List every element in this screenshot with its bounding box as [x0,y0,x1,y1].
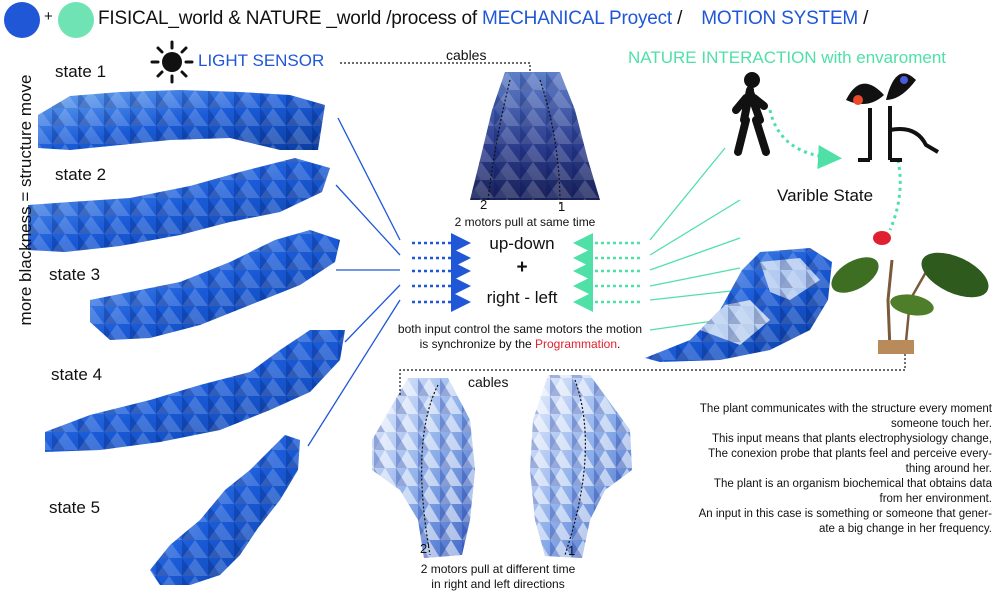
light-sensor-label: LIGHT SENSOR [198,51,325,70]
vertical-label: more blackness = structure move [16,74,35,326]
state-1-structure [38,90,325,150]
walking-person-icon [732,72,770,156]
state-2-label: state 2 [55,165,107,184]
green-connectors [649,147,741,331]
green-dotted-arc [768,109,842,170]
plant-description-line: ate a big change in her frequency. [818,523,992,535]
title-part-4: MOTION SYSTEM [701,8,859,29]
title-part-2: MECHANICAL Proyect [482,8,673,29]
bottom-right-structure [530,375,632,558]
blue-arrows [412,233,471,312]
motion-note-line-2: is synchronize by the Programmation. [385,337,655,352]
plant-description: The plant communicates with the structur… [652,402,992,537]
header-plus: + [44,8,53,25]
green-dotted-drop [888,159,902,231]
plant-description-line: The plant is an organism biochemical tha… [713,478,992,490]
sun-icon [150,40,194,84]
plus-label: + [516,257,528,278]
nature-interaction-title: NATURE INTERACTION with envaroment [628,48,947,67]
plant-image [831,231,989,354]
state-4-structure [45,330,345,452]
programmation-highlight: Programmation [535,337,618,351]
page-title: FISICAL_world & NATURE _world /process o… [98,8,868,30]
cable-line-top [340,62,531,72]
motion-note-line-1: both input control the same motors the m… [397,322,643,336]
blue-circle [4,2,40,38]
motor-2-label-bottom: 2' [420,541,430,556]
cable-line-bottom [399,350,906,395]
state-connectors [307,117,401,447]
title-part-3: / [672,8,688,29]
green-arrows [573,233,640,312]
bottom-caption-line-1: 2 motors pull at different time [420,562,576,576]
plant-description-line: someone touch her. [890,418,992,430]
up-down-label: up-down [489,234,555,253]
plant-description-line: An input in this case is something or so… [698,508,992,520]
plant-description-line: from her environment. [879,493,993,505]
state-3-structure [90,230,340,340]
plant-description-line: The conexion probe that plants feel and … [708,448,992,460]
varible-state-label: Varible State [777,186,874,205]
plant-creature-icon [846,73,940,162]
title-part-5: / [858,8,869,29]
top-caption: 2 motors pull at same time [454,215,596,229]
bottom-caption: 2 motors pull at different time in right… [408,562,588,592]
bottom-caption-line-2: in right and left directions [431,577,565,591]
state-4-label: state 4 [51,365,103,384]
plant-description-line: The plant communicates with the structur… [699,403,992,415]
right-structure [645,248,832,362]
state-1-label: state 1 [55,62,107,81]
motion-note-prefix: is synchronize by the [419,337,535,351]
state-5-label: state 5 [49,498,101,517]
state-3-label: state 3 [49,265,101,284]
cables-label-bottom: cables [468,374,509,390]
bottom-left-structure [372,378,475,558]
motor-1-label-bottom: 1 [568,543,576,558]
state-5-structure [150,435,300,585]
top-structure [470,72,600,206]
motion-note: both input control the same motors the m… [385,322,655,352]
motion-note-suffix: . [617,337,621,351]
title-part-1: FISICAL_world & NATURE _world /process o… [98,8,483,29]
cables-label-top: cables [446,47,487,63]
motor-2-label-top: 2 [480,197,488,212]
motor-1-label-top: 1 [558,199,566,214]
plant-description-line: This input means that plants electrophys… [712,433,992,445]
plant-description-line: thing around her. [905,463,992,475]
state-2-structure [28,158,330,252]
right-left-label: right - left [486,288,558,307]
green-circle [58,2,94,38]
